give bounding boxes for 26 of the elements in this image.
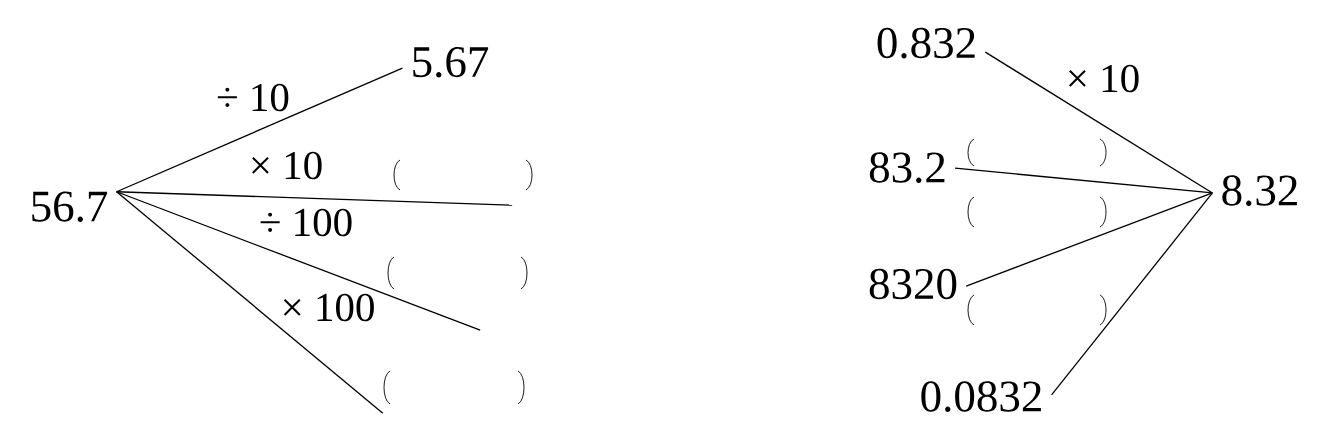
edge-label: × 10: [1064, 63, 1142, 93]
edge-label: × 100: [279, 292, 377, 322]
answer-blank: [967, 294, 1107, 326]
number: 5.67: [413, 47, 489, 78]
edge-label: ÷ 10: [215, 82, 291, 112]
line: [1050, 192, 1214, 396]
number: 56.7: [32, 191, 108, 222]
answer-blank: [967, 138, 1107, 167]
line: [115, 191, 384, 414]
number: 0.0832: [921, 381, 1041, 412]
line: [965, 192, 1214, 287]
answer-blank: [387, 256, 528, 290]
edge-label: ÷ 100: [257, 207, 355, 237]
number: 83.2: [869, 152, 945, 183]
answer-blank: [967, 196, 1107, 228]
number: 8320: [869, 268, 957, 300]
line: [115, 191, 481, 331]
line: [984, 51, 1214, 194]
edge-label: × 10: [247, 150, 325, 180]
answer-blank: [383, 370, 525, 405]
line: [115, 67, 404, 193]
line: [954, 167, 1214, 194]
number: 8.32: [1222, 175, 1297, 206]
number: 0.832: [877, 27, 975, 59]
answer-blank: [393, 159, 533, 191]
line: [115, 191, 513, 206]
